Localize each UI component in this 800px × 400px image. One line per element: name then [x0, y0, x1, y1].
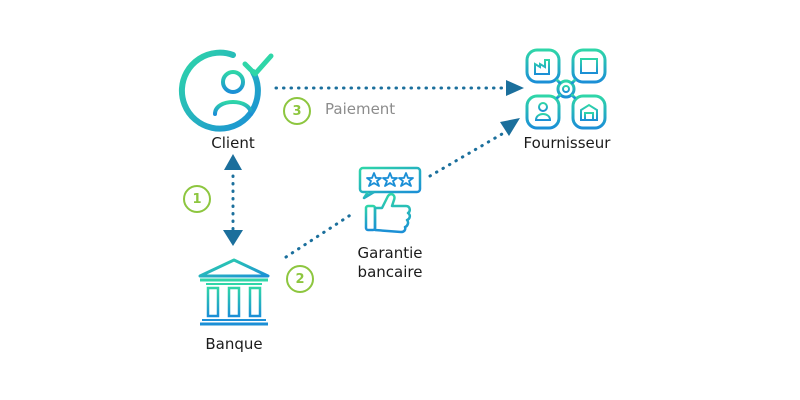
- supplier-grid-icon: [525, 48, 607, 130]
- thumbs-up-rating-icon: [358, 166, 422, 234]
- fournisseur-label: Fournisseur: [523, 134, 611, 152]
- step-badge-2: 2: [286, 265, 314, 293]
- arrow-client-fournisseur: [274, 80, 524, 96]
- step-badge-3: 3: [283, 97, 311, 125]
- banque-label: Banque: [205, 335, 263, 353]
- user-check-icon: [178, 49, 274, 132]
- bank-icon: [198, 258, 270, 326]
- arrow-garantie-fournisseur: [428, 118, 520, 178]
- step-badge-1: 1: [183, 185, 211, 213]
- line-banque-garantie: [284, 212, 354, 259]
- client-label: Client: [211, 134, 255, 152]
- step-3-label: Paiement: [325, 100, 396, 118]
- garantie-label-line1: Garantie: [357, 244, 423, 262]
- arrow-client-banque: [223, 154, 243, 246]
- garantie-label-line2: bancaire: [357, 263, 423, 281]
